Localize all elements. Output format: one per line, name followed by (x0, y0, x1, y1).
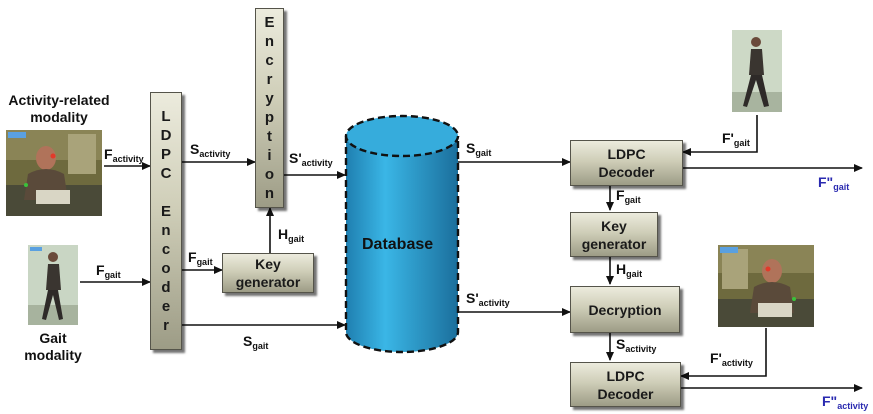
database-label: Database (362, 236, 434, 253)
label-f-dprime-activity: F"activity (822, 393, 869, 411)
person-walking-photo (28, 245, 78, 325)
ldpc-encoder-letter: E (160, 203, 171, 220)
ldpc-decoder-block-upper: LDPC Decoder (570, 140, 683, 186)
activity-caption-line-2: modality (30, 109, 88, 125)
label-s-activity-right: Sactivity (616, 336, 657, 354)
gait-caption-line-2: modality (24, 347, 82, 363)
ldpc-encoder-letter (164, 183, 168, 202)
ldpc-decoder-lower-line-2: Decoder (597, 385, 654, 402)
encryption-letter: t (266, 128, 272, 145)
label-f-dprime-gait: F"gait (818, 174, 850, 192)
label-s-gait-in: Sgait (243, 333, 269, 351)
key-generator-right-line-1: Key (601, 217, 627, 234)
label-s-activity: Sactivity (190, 141, 231, 159)
key-generator-label-line-2: generator (235, 274, 301, 290)
person-seated-desk-photo (6, 130, 102, 216)
encryption-letter: c (265, 52, 274, 69)
encryption-letter: E (264, 14, 275, 31)
encryption-letter: n (264, 33, 275, 50)
key-generator-block-left: Key generator (222, 253, 314, 293)
encryption-letter: r (266, 71, 273, 88)
label-f-prime-activity: F'activity (710, 350, 753, 368)
ldpc-encoder-letter: L (161, 108, 171, 125)
ldpc-encoder-letter: r (163, 317, 169, 334)
label-s-prime-activity-out: S'activity (466, 290, 510, 308)
key-generator-label-line-1: Key (255, 256, 281, 272)
ldpc-encoder-letter: e (161, 298, 171, 315)
person-walking-photo-right (732, 30, 782, 112)
ldpc-encoder-letter: C (160, 165, 172, 182)
decryption-label: Decryption (588, 301, 662, 318)
label-h-gait-left: Hgait (278, 226, 305, 244)
activity-modality-caption: Activity-related modality (4, 92, 114, 126)
ldpc-encoder-letter: n (161, 222, 171, 239)
ldpc-encoder-letter: P (160, 146, 171, 163)
ldpc-encoder-letter: D (160, 127, 172, 144)
ldpc-encoder-letter: d (161, 279, 171, 296)
label-f-activity: Factivity (104, 146, 144, 164)
ldpc-decoder-lower-line-1: LDPC (606, 367, 645, 384)
ldpc-encoder-letter: c (161, 241, 171, 258)
gait-caption-line-1: Gait (39, 330, 67, 346)
person-seated-desk-photo-right (718, 245, 814, 327)
ldpc-encoder-letter: o (161, 260, 171, 277)
encryption-letter: o (264, 166, 275, 183)
label-f-prime-gait: F'gait (722, 130, 750, 148)
encryption-letter: p (264, 109, 275, 126)
activity-caption-line-1: Activity-related (8, 92, 110, 108)
encryption-letter: y (265, 90, 274, 107)
encryption-letter: n (264, 185, 275, 202)
label-s-gait-out: Sgait (466, 140, 492, 158)
ldpc-decoder-upper-line-1: LDPC (607, 146, 646, 162)
encryption-letter: i (267, 147, 272, 164)
database-cylinder (344, 114, 460, 354)
label-f-gait-keygen: Fgait (188, 249, 213, 267)
label-f-gait-decoder: Fgait (616, 187, 641, 205)
label-h-gait-right: Hgait (616, 261, 643, 279)
ldpc-decoder-upper-line-2: Decoder (598, 164, 655, 180)
ldpc-decoder-block-lower: LDPC Decoder (570, 362, 681, 407)
gait-modality-caption: Gait modality (18, 330, 88, 364)
label-s-prime-activity-in: S'activity (289, 150, 333, 168)
key-generator-right-line-2: generator (581, 235, 647, 252)
decryption-block: Decryption (570, 286, 680, 333)
label-f-gait-input: Fgait (96, 262, 121, 280)
key-generator-block-right: Key generator (570, 212, 658, 257)
